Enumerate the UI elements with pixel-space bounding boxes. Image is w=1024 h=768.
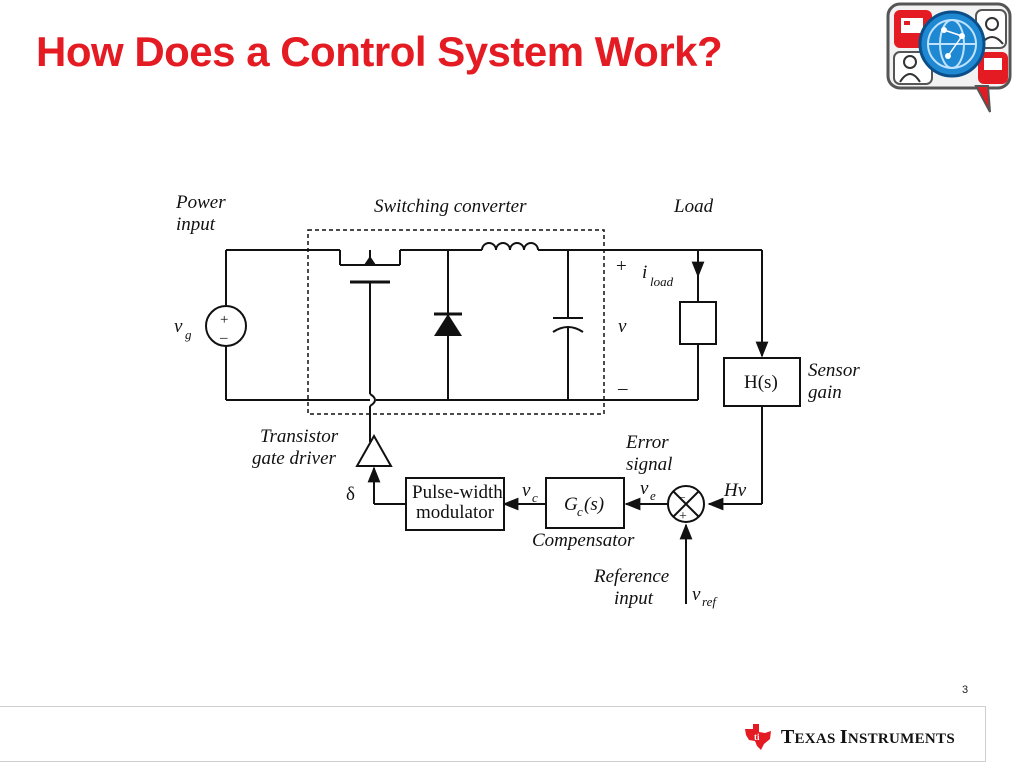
control-system-diagram: Power input Switching converter Load v g… — [174, 192, 860, 609]
label-transistor-1: Transistor — [260, 426, 339, 447]
label-vref: v — [692, 584, 701, 605]
slide-title: How Does a Control System Work? — [36, 28, 723, 75]
label-sum-plus: + — [679, 509, 687, 524]
label-vg-sub: g — [185, 327, 192, 342]
label-sensor-gain-2: gain — [808, 382, 842, 403]
label-vc-sub: c — [532, 490, 538, 505]
label-source-plus: + — [220, 312, 228, 328]
label-output-plus: + — [616, 256, 627, 277]
label-load: Load — [673, 196, 714, 217]
label-pwm-1: Pulse-width — [412, 482, 503, 503]
label-reference-1: Reference — [593, 566, 669, 587]
label-compensator: Compensator — [532, 530, 635, 551]
label-sum-minus: – — [678, 489, 686, 503]
label-ve-sub: e — [650, 488, 656, 503]
label-vref-sub: ref — [702, 594, 718, 609]
community-logo-icon — [886, 2, 1012, 113]
label-vc: v — [522, 480, 531, 501]
label-hs: H(s) — [744, 372, 778, 393]
texas-state-icon: ti — [744, 724, 771, 750]
label-gc: G — [564, 494, 578, 515]
load-resistor — [679, 301, 717, 345]
label-error-signal-1: Error — [625, 432, 669, 453]
switching-converter-boundary — [307, 229, 605, 415]
label-gc-sub: c — [577, 504, 583, 519]
label-switching-converter: Switching converter — [374, 196, 527, 217]
label-iload-sub: load — [650, 274, 674, 289]
label-power-input-2: input — [176, 214, 216, 235]
label-reference-2: input — [614, 588, 654, 609]
label-power-input-1: Power — [175, 192, 226, 213]
label-delta: δ — [346, 484, 355, 505]
label-pwm-2: modulator — [416, 502, 495, 523]
slide-number: 3 — [962, 684, 969, 696]
diode-symbol — [434, 314, 462, 336]
label-sensor-gain-1: Sensor — [808, 360, 860, 381]
label-gc-arg: (s) — [584, 494, 604, 515]
label-output-minus: – — [617, 378, 628, 399]
label-ve: v — [640, 478, 649, 499]
ti-logo: ti TEXAS INSTRUMENTS — [743, 723, 955, 751]
svg-text:ti: ti — [754, 732, 760, 742]
label-source-minus: – — [219, 330, 228, 346]
label-hv: Hv — [723, 480, 747, 501]
label-iload: i — [642, 262, 647, 283]
label-transistor-2: gate driver — [252, 448, 337, 469]
label-vg: v — [174, 316, 183, 337]
voltage-source — [205, 305, 247, 347]
gate-driver-triangle — [355, 433, 393, 467]
label-error-signal-2: signal — [626, 454, 672, 475]
label-v: v — [618, 316, 627, 337]
ti-brand-text: TEXAS INSTRUMENTS — [780, 725, 955, 748]
footer-bar: ti TEXAS INSTRUMENTS — [0, 706, 986, 762]
